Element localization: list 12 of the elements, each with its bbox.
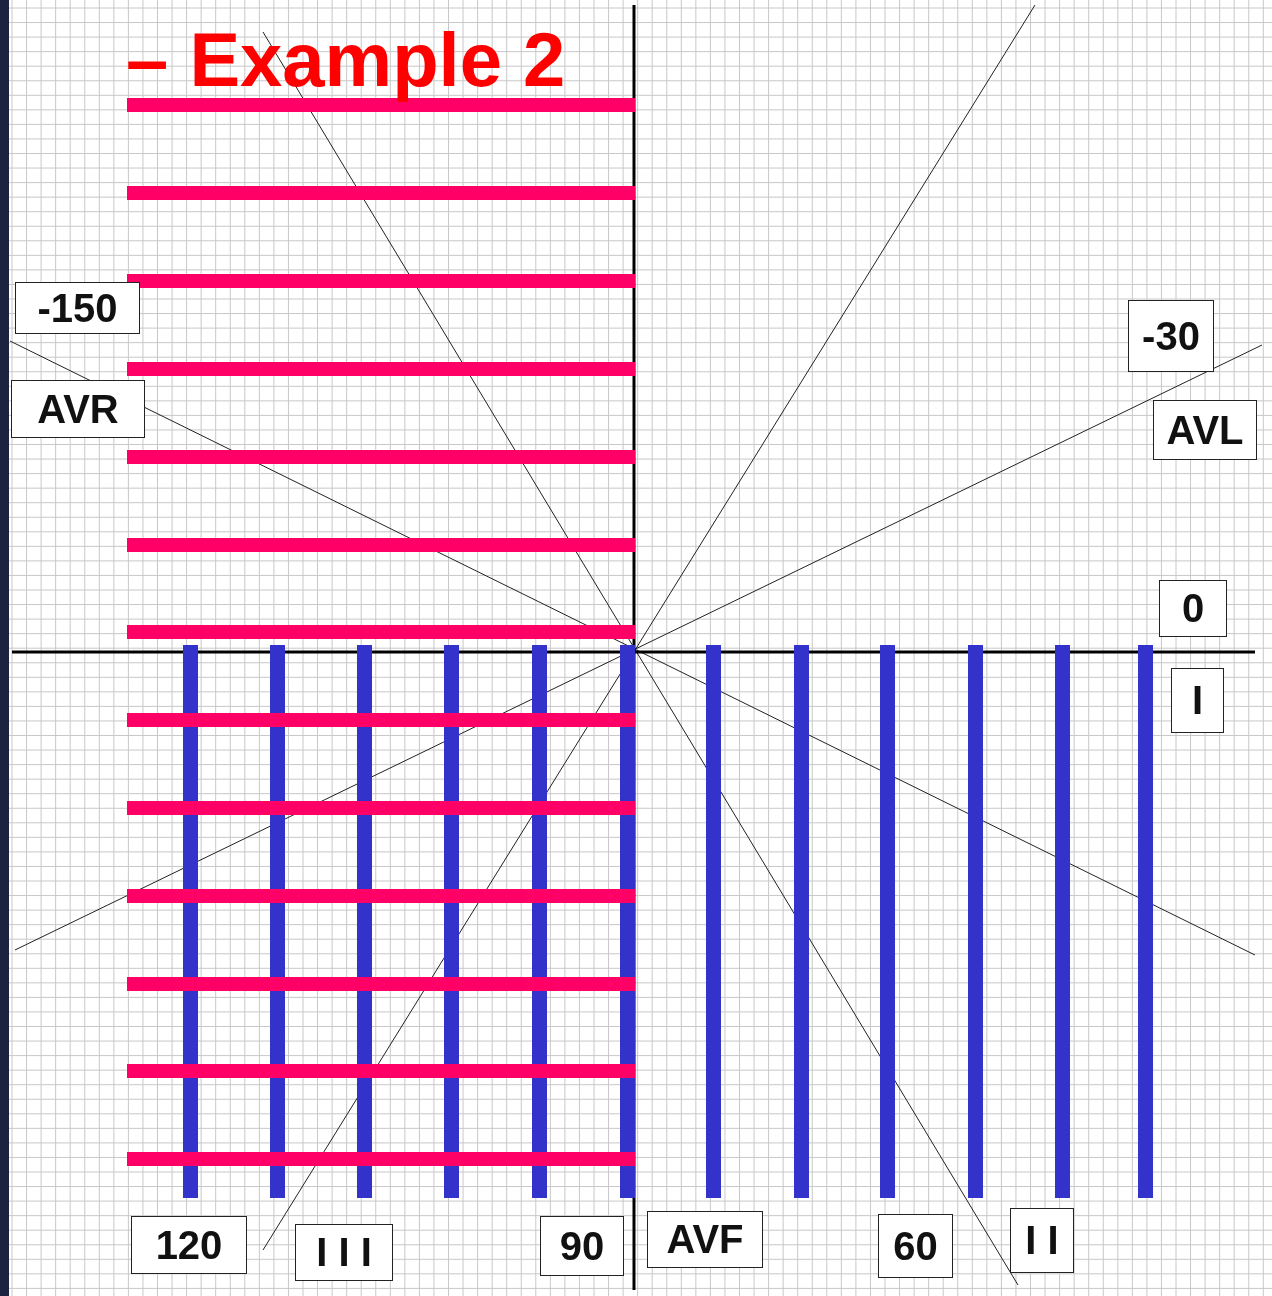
axis-label: 90	[540, 1216, 624, 1276]
axis-label: 0	[1159, 580, 1227, 637]
axis-label: AVF	[647, 1211, 763, 1268]
axis-label: -30	[1128, 300, 1214, 372]
axis-label: -150	[15, 282, 140, 334]
axis-label: 120	[131, 1216, 247, 1274]
axis-label: I	[1171, 668, 1224, 733]
axis-label: I I I	[295, 1224, 393, 1281]
axis-label: AVR	[11, 380, 145, 438]
axis-label: 60	[878, 1214, 953, 1278]
axis-label: AVL	[1153, 400, 1257, 460]
axis-label: I I	[1010, 1208, 1074, 1273]
